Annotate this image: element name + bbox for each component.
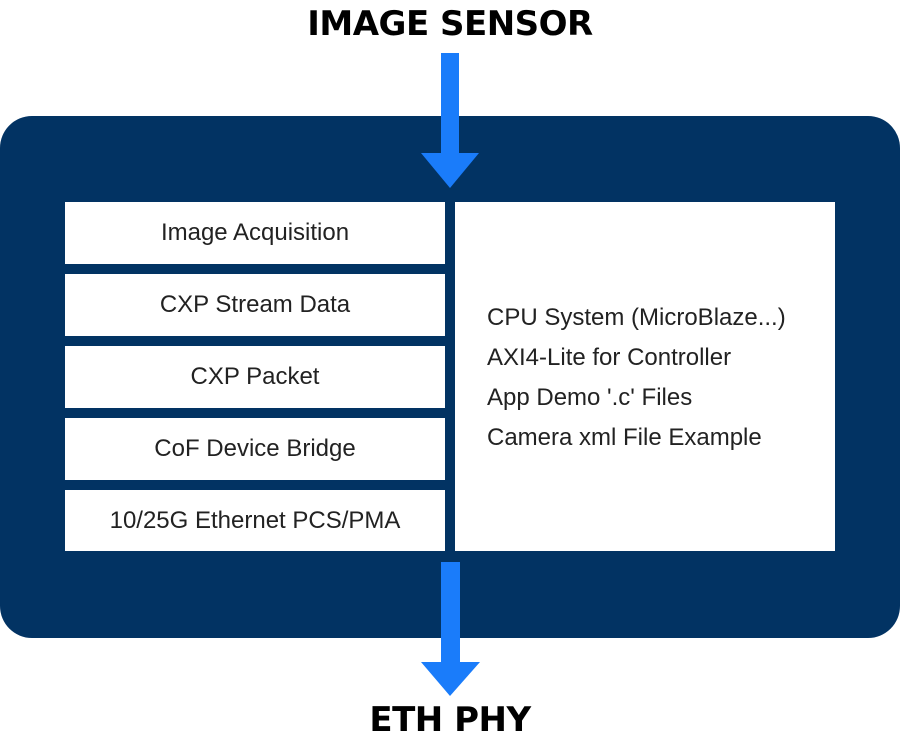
output-arrow-icon xyxy=(421,562,480,696)
side-panel-list: CPU System (MicroBlaze...) AXI4-Lite for… xyxy=(487,298,786,458)
output-label-eth-phy: ETH PHY xyxy=(369,700,531,740)
stack-block-label: CXP Stream Data xyxy=(159,291,351,318)
stack-block-label: CoF Device Bridge xyxy=(154,435,356,462)
side-panel-item: AXI4-Lite for Controller xyxy=(487,344,732,371)
stack-block-image-acquisition: Image Acquisition xyxy=(65,202,445,264)
side-panel-item: Camera xml File Example xyxy=(487,424,762,451)
input-label-image-sensor: IMAGE SENSOR xyxy=(307,4,593,44)
stack-block-label: CXP Packet xyxy=(190,363,320,390)
stack-block-label: 10/25G Ethernet PCS/PMA xyxy=(109,506,401,534)
side-panel-item: CPU System (MicroBlaze...) xyxy=(487,304,786,331)
side-panel xyxy=(455,202,835,551)
stack-block-label: Image Acquisition xyxy=(160,219,350,246)
input-arrow-icon xyxy=(421,53,479,188)
side-panel-item: App Demo '.c' Files xyxy=(487,384,693,411)
stack-block-ethernet-pcs-pma: 10/25G Ethernet PCS/PMA xyxy=(65,490,445,551)
stack-block-cxp-packet: CXP Packet xyxy=(65,346,445,408)
stack-block-cof-device-bridge: CoF Device Bridge xyxy=(65,418,445,480)
stack-block-cxp-stream-data: CXP Stream Data xyxy=(65,274,445,336)
